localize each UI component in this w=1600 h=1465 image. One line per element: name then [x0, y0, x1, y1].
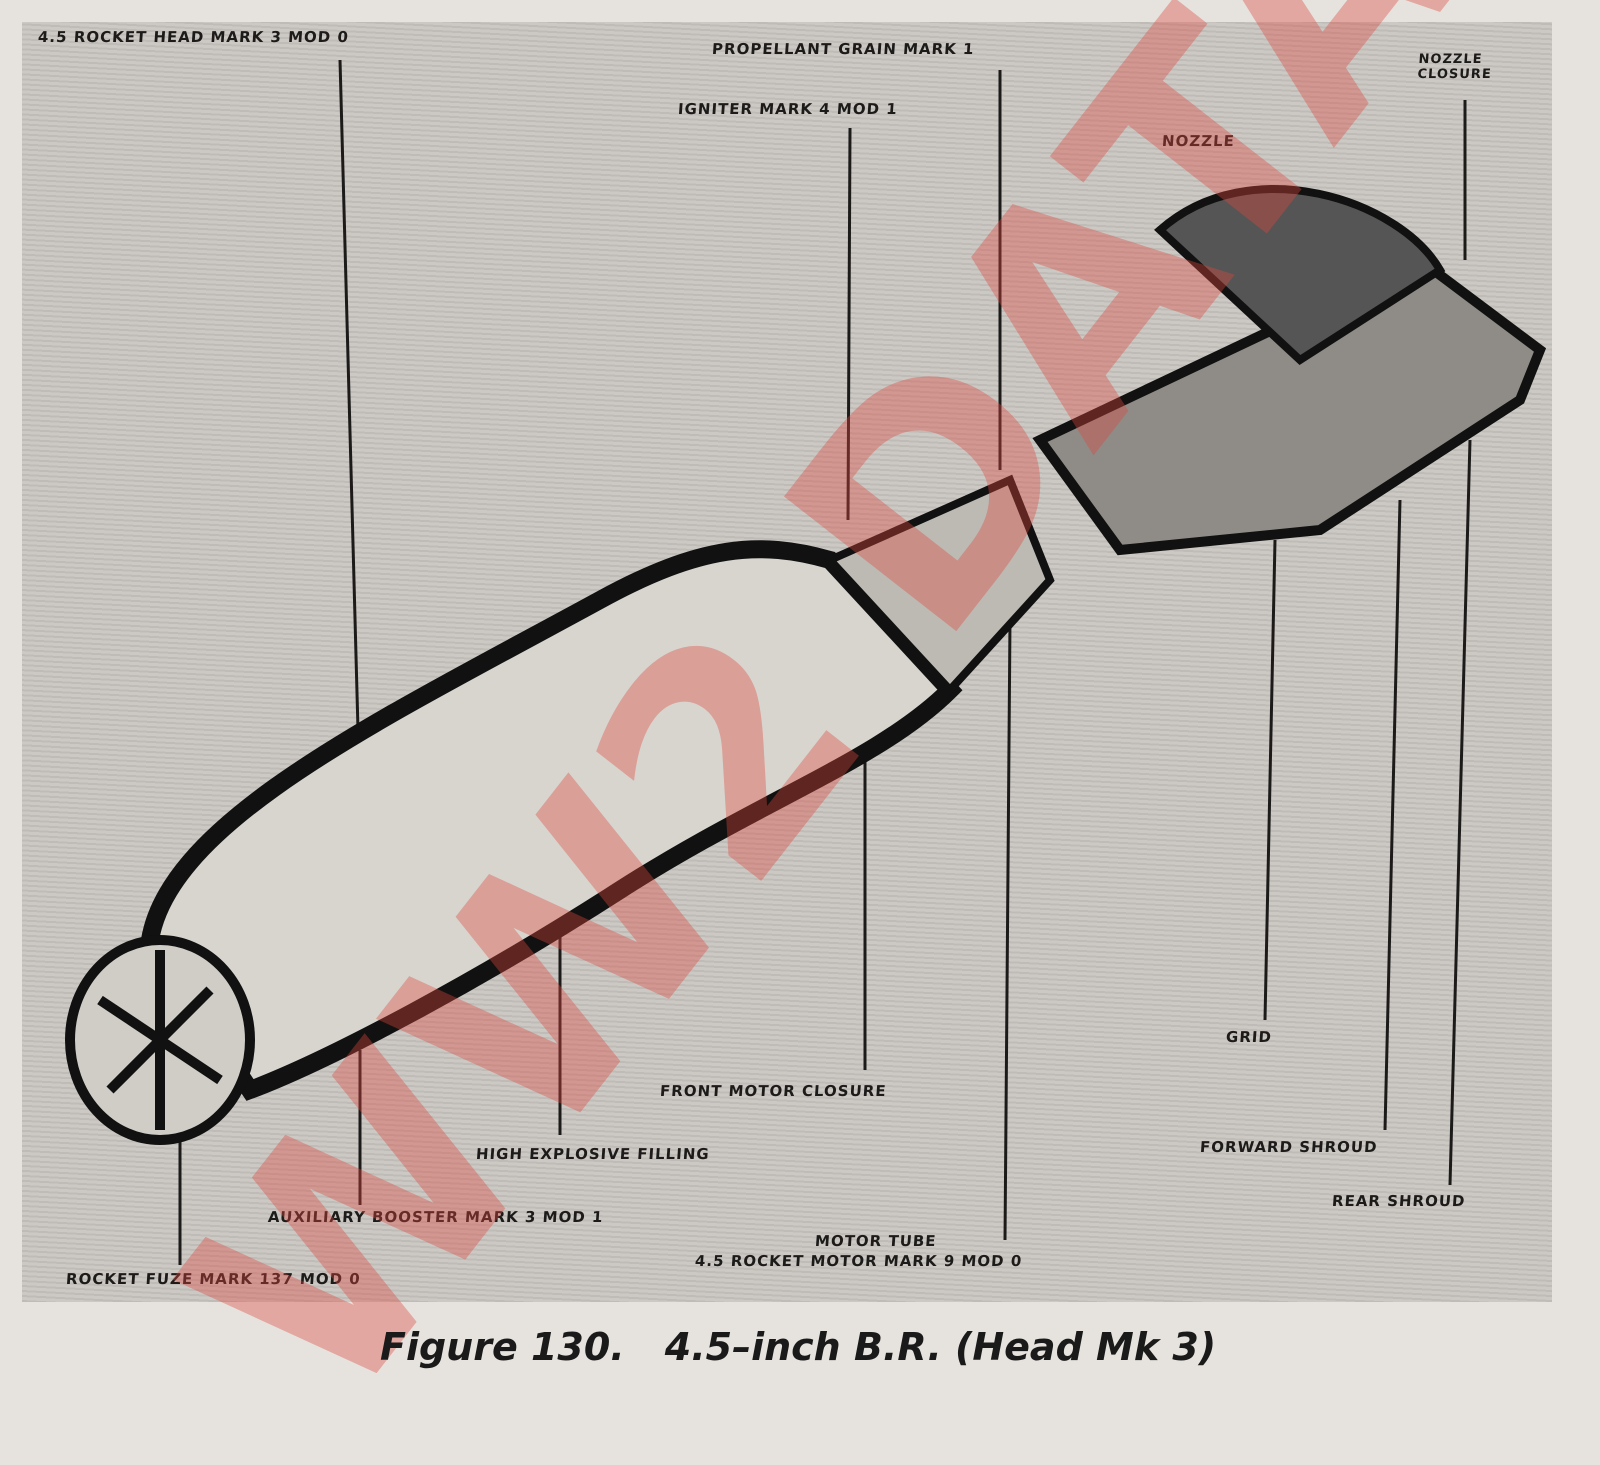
caption-number: Figure 130. [380, 1325, 625, 1369]
leader-motor-tube [1003, 619, 1012, 1241]
leader-rocket-head [338, 59, 360, 731]
label-igniter: IGNITER MARK 4 MOD 1 [677, 100, 899, 118]
label-grid: GRID [1225, 1028, 1273, 1046]
label-rocket-motor: 4.5 ROCKET MOTOR MARK 9 MOD 0 [694, 1252, 1023, 1270]
motor-tube [823, 474, 1055, 696]
label-rocket-head: 4.5 ROCKET HEAD MARK 3 MOD 0 [37, 28, 350, 46]
caption-title: 4.5–inch B.R. (Head Mk 3) [664, 1325, 1217, 1369]
label-motor-tube: MOTOR TUBE [814, 1232, 938, 1250]
label-front-motor-closure: FRONT MOTOR CLOSURE [659, 1082, 888, 1100]
leader-forward-shroud [1383, 499, 1402, 1131]
leader-igniter [846, 127, 852, 521]
leader-rear-shroud [1448, 439, 1472, 1186]
label-propellant-grain: PROPELLANT GRAIN MARK 1 [711, 40, 976, 58]
figure-caption: Figure 130. 4.5–inch B.R. (Head Mk 3) [380, 1325, 1256, 1369]
leader-grid [1263, 539, 1277, 1021]
label-forward-shroud: FORWARD SHROUD [1199, 1138, 1379, 1156]
label-rear-shroud: REAR SHROUD [1331, 1192, 1467, 1210]
nozzle [1154, 185, 1446, 366]
